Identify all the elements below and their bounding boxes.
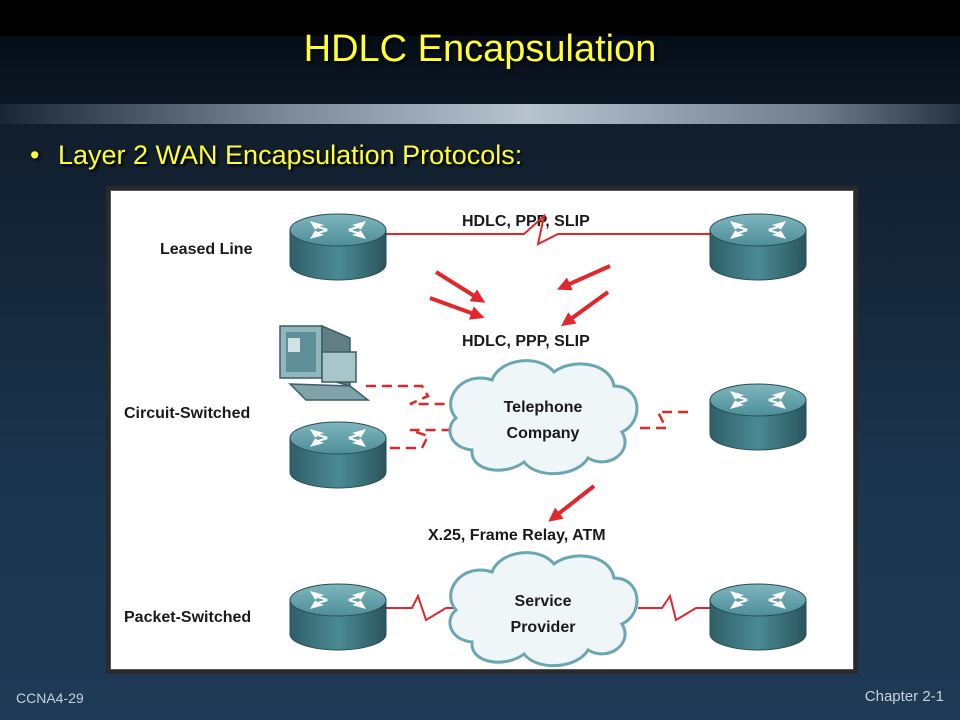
circuit-dashed-links [366,384,688,450]
router-icon [289,213,387,281]
cloud-label-telephone: Telephone [504,399,583,416]
cloud-label-provider: Provider [511,619,576,636]
row-label-circuit-switched: Circuit-Switched [124,405,250,422]
row-label-leased-line: Leased Line [160,241,253,258]
computer-icon [279,324,371,401]
cloud-label-company: Company [507,425,580,442]
protocol-label-leased: HDLC, PPP, SLIP [462,213,590,230]
wan-diagram-svg: Leased Line Circuit-Switched Packet-Swit… [124,213,807,668]
bullet-dot-icon: • [30,140,40,170]
router-icon [289,583,387,651]
footer-right: Chapter 2-1 [864,688,944,705]
router-icon [709,213,807,281]
cloud-icon: Service Provider [448,551,639,668]
silver-strip [0,104,960,124]
slide-title: HDLC Encapsulation [303,28,657,70]
title-bar-top [0,0,960,36]
protocol-label-packet: X.25, Frame Relay, ATM [428,527,606,544]
protocol-label-circuit: HDLC, PPP, SLIP [462,333,590,350]
bullet-text: Layer 2 WAN Encapsulation Protocols: [58,140,523,170]
wan-diagram-frame: Leased Line Circuit-Switched Packet-Swit… [106,186,858,674]
wan-diagram: Leased Line Circuit-Switched Packet-Swit… [110,190,854,670]
router-icon [289,421,387,489]
cloud-label-service: Service [515,593,572,610]
leased-line-link [386,213,718,246]
row-label-packet-switched: Packet-Switched [124,609,251,626]
bullet-item: • Layer 2 WAN Encapsulation Protocols: [30,140,522,171]
router-icon [709,383,807,451]
cloud-icon: Telephone Company [448,359,639,476]
footer-left: CCNA4-29 [16,690,84,706]
router-icon [709,583,807,651]
packet-links [386,593,718,622]
